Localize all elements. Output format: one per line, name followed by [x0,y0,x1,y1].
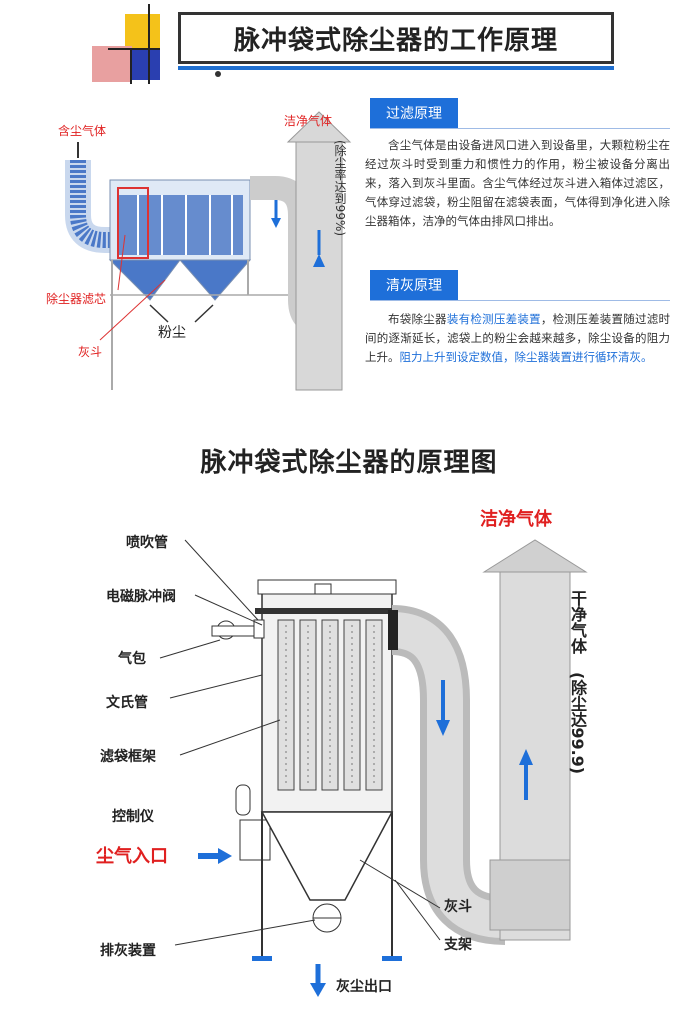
label-solenoid-valve: 电磁脉冲阀 [106,589,176,605]
decor-logo [90,4,180,84]
label-ash-hopper: 灰斗 [78,345,103,359]
clean-text-2: 装有检测压差装置 [446,312,541,326]
label-bag-frame: 滤袋框架 [100,749,156,765]
clean-text-3: ，检测压差装置随过滤时间的逐渐延长，滤袋上的粉尘会越来越多，除尘设备的阻力上升。 [365,312,671,364]
top-title-box: 脉冲袋式除尘器的工作原理 [178,12,614,70]
filter-heading-rule [370,128,670,129]
bottom-dust-collector-diagram [159,539,588,997]
label-dust-outlet: 灰尘出口 [336,979,392,995]
clean-text-1: 布袋除尘器 [388,312,447,326]
top-dust-collector-illustration [65,111,352,391]
label-discharge: 排灰装置 [100,943,156,959]
label-venturi: 文氏管 [106,695,148,711]
label-dust: 粉尘 [158,325,186,341]
clean-heading-rule [370,300,670,301]
clean-text: 布袋除尘器装有检测压差装置，检测压差装置随过滤时间的逐渐延长，滤袋上的粉尘会越来… [365,310,670,367]
label-clean-gas-vertical: 干净气体 [568,590,587,654]
label-filter-element: 除尘器滤芯 [46,292,107,306]
label-hopper: 灰斗 [444,899,472,915]
label-clean-gas-bottom: 洁净气体 [480,509,552,530]
bottom-title: 脉冲袋式除尘器的原理图 [200,448,498,478]
top-title: 脉冲袋式除尘器的工作原理 [233,25,558,56]
label-clean-gas: 洁净气体 [284,114,333,128]
filter-heading: 过滤原理 [370,98,458,128]
label-blow-pipe: 喷吹管 [126,535,168,551]
label-removal-rate: (除尘率达到99%) [333,140,347,237]
label-controller: 控制仪 [112,809,154,825]
label-dust-inlet: 尘气入口 [96,846,168,867]
clean-text-4: 阻力上升到设定数值，除尘器装置进行循环清灰。 [399,350,653,364]
label-support: 支架 [444,937,472,953]
label-air-bag: 气包 [118,651,146,667]
clean-heading: 清灰原理 [370,270,458,300]
label-dusty-gas: 含尘气体 [58,124,107,138]
filter-text: 含尘气体是由设备进风口进入到设备里，大颗粒粉尘在经过灰斗时受到重力和惯性力的作用… [365,138,670,228]
title-dot [215,71,221,77]
label-removal-rate-bottom: (除尘达99.9) [568,672,587,775]
